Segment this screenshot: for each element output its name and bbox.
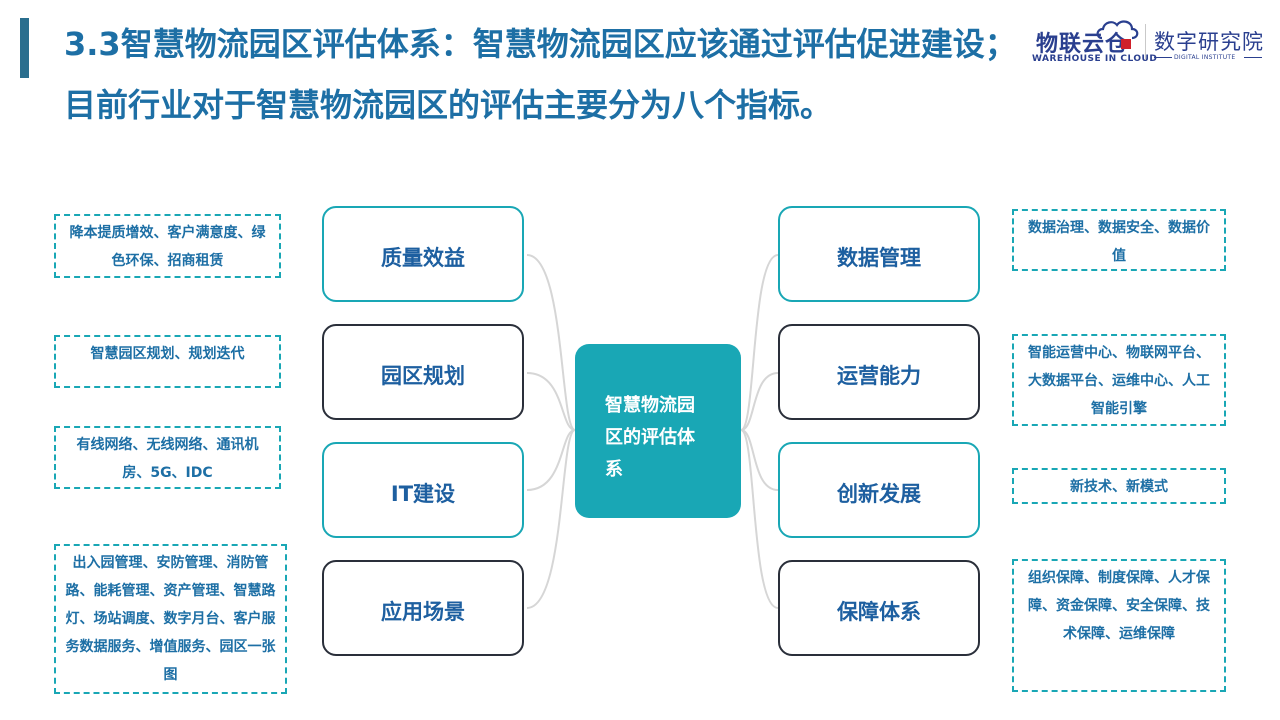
institute-sub-text: DIGITAL INSTITUTE	[1174, 54, 1236, 61]
category-label: 质量效益	[381, 246, 465, 270]
connector-operations	[740, 372, 779, 431]
detail-application-scenarios: 出入园管理、安防管理、消防管路、能耗管理、资产管理、智慧路灯、场站调度、数字月台…	[54, 544, 287, 694]
category-park-planning: 园区规划	[322, 324, 524, 420]
connector-data	[740, 254, 779, 431]
title-accent-bar	[20, 18, 29, 78]
detail-park-planning: 智慧园区规划、规划迭代	[54, 335, 281, 388]
detail-assurance-system: 组织保障、制度保障、人才保障、资金保障、安全保障、技术保障、运维保障	[1012, 559, 1226, 692]
institute-main-text: 数字研究院	[1154, 30, 1264, 54]
center-label: 智慧物流园区的评估体系	[605, 395, 695, 480]
logo-sub-text: WAREHOUSE IN CLOUD	[1032, 54, 1158, 64]
category-label: 数据管理	[837, 246, 921, 270]
logo-main-text: 物联云仓	[1036, 32, 1129, 57]
connector-quality	[526, 254, 576, 431]
connector-innovation	[740, 429, 779, 491]
category-data-management: 数据管理	[778, 206, 980, 302]
logo-divider	[1145, 24, 1146, 60]
category-it-construction: IT建设	[322, 442, 524, 538]
category-label: 应用场景	[381, 600, 465, 624]
detail-quality-benefit: 降本提质增效、客户满意度、绿色环保、招商租赁	[54, 214, 281, 278]
category-label: 保障体系	[837, 600, 921, 624]
detail-innovation-development: 新技术、新模式	[1012, 468, 1226, 504]
category-operation-capability: 运营能力	[778, 324, 980, 420]
connector-assurance	[740, 429, 779, 609]
category-label: 创新发展	[837, 482, 921, 506]
connector-planning	[526, 372, 576, 431]
center-node: 智慧物流园区的评估体系	[575, 344, 741, 518]
institute-line-right	[1244, 57, 1262, 58]
cloud-icon	[1096, 20, 1139, 40]
category-application-scenarios: 应用场景	[322, 560, 524, 656]
warehouse-in-cloud-logo: 物联云仓 WAREHOUSE IN CLOUD	[1030, 16, 1157, 66]
institute-line-left	[1154, 57, 1172, 58]
slide-title: 3.3智慧物流园区评估体系：智慧物流园区应该通过评估促进建设；目前行业对于智慧物…	[64, 25, 1017, 124]
logo-red-mark-icon	[1121, 39, 1131, 49]
category-label: IT建设	[390, 482, 456, 506]
detail-data-management: 数据治理、数据安全、数据价值	[1012, 209, 1226, 271]
detail-it-construction: 有线网络、无线网络、通讯机房、5G、IDC	[54, 426, 281, 489]
category-label: 园区规划	[381, 364, 465, 388]
category-assurance-system: 保障体系	[778, 560, 980, 656]
connector-it	[526, 429, 576, 491]
category-innovation-development: 创新发展	[778, 442, 980, 538]
connector-scenarios	[526, 429, 576, 609]
category-label: 运营能力	[837, 364, 921, 388]
detail-operation-capability: 智能运营中心、物联网平台、大数据平台、运维中心、人工智能引擎	[1012, 334, 1226, 426]
digital-institute-logo: 数字研究院 DIGITAL INSTITUTE	[1152, 16, 1264, 66]
category-quality-benefit: 质量效益	[322, 206, 524, 302]
